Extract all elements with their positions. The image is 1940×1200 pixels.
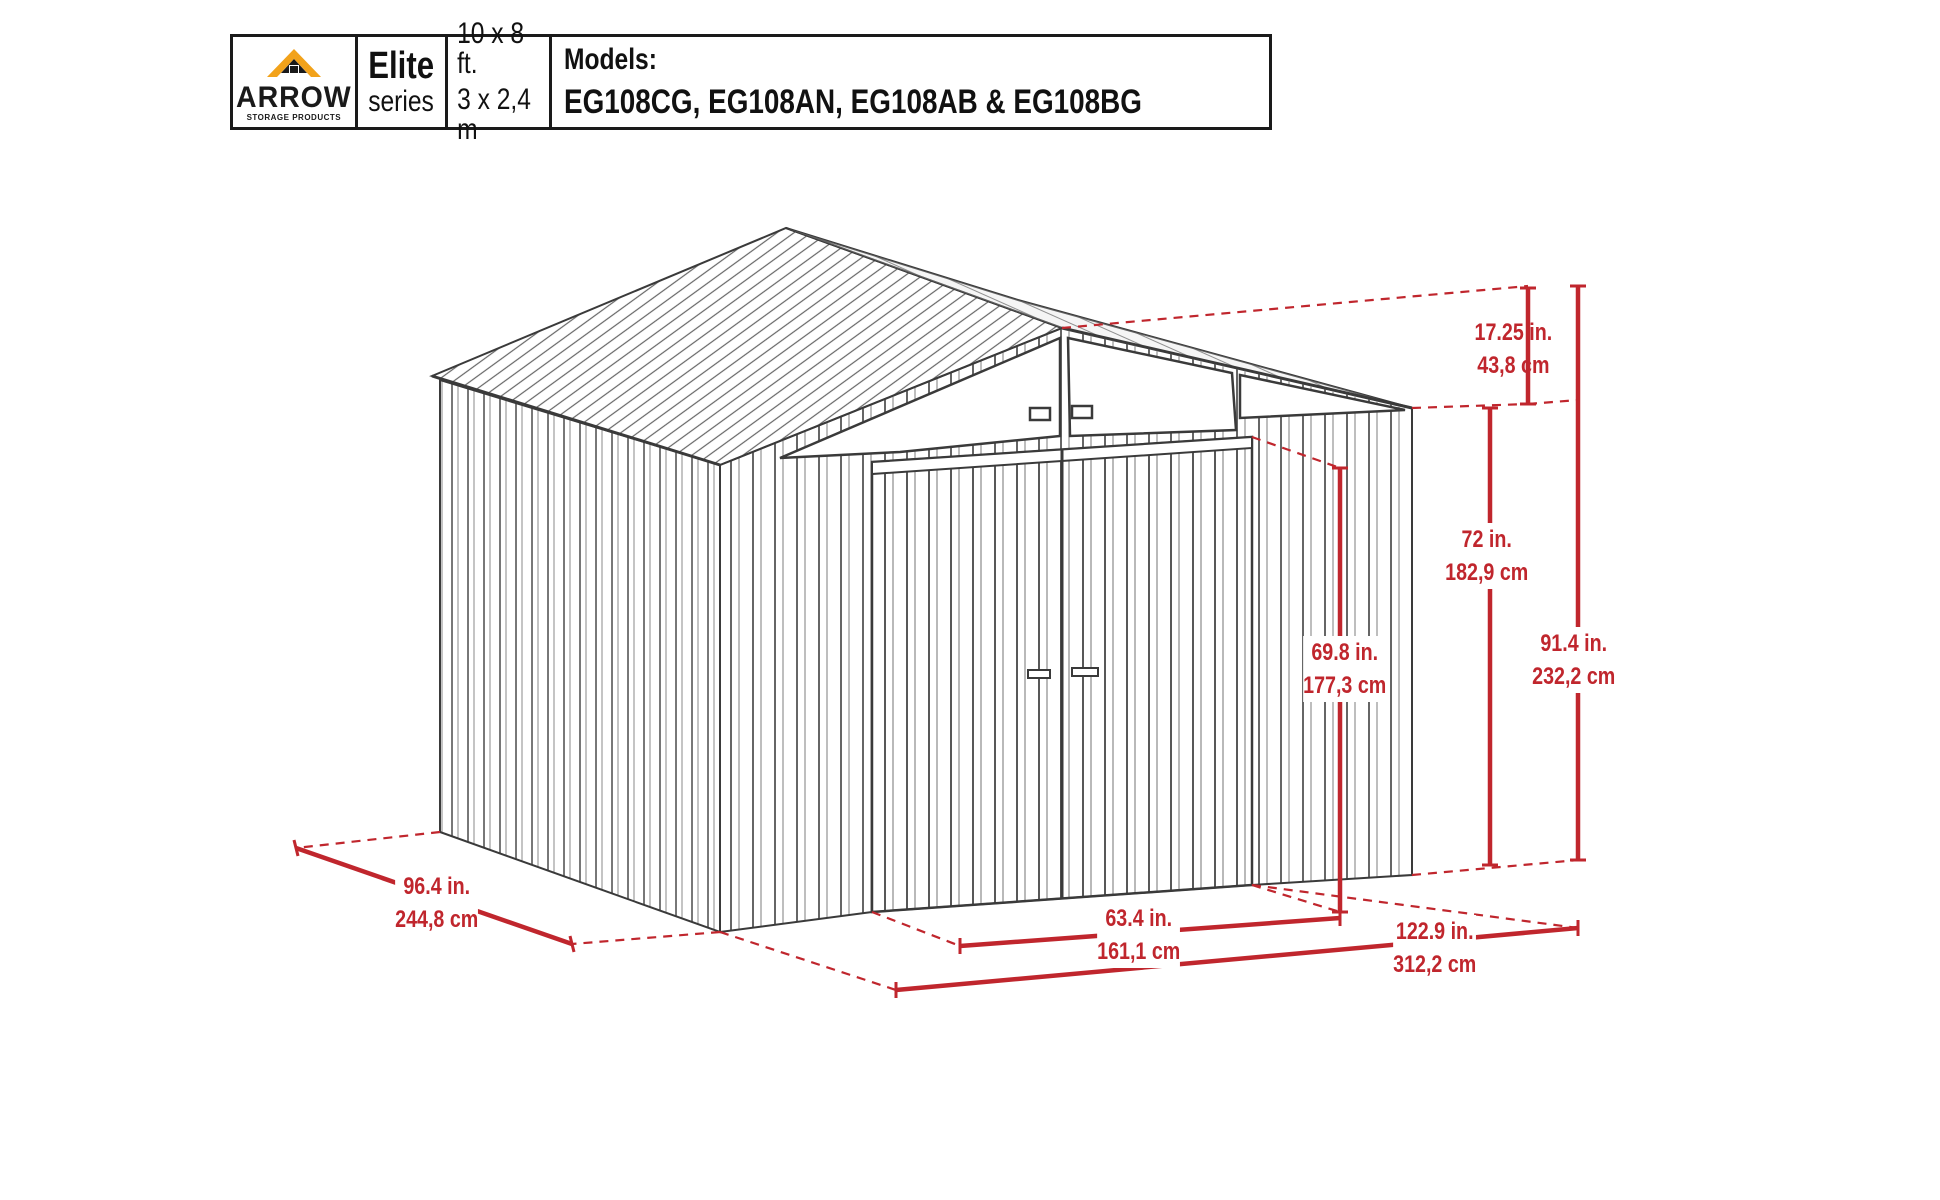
brand-subtitle: STORAGE PRODUCTS <box>246 112 342 122</box>
series-word: series <box>368 85 435 118</box>
door-width-label: 63.4 in. 161,1 cm <box>1097 902 1181 968</box>
house-roof-icon <box>266 48 321 77</box>
models-list: EG108CG, EG108AN, EG108AB & EG108BG <box>564 83 1143 121</box>
roof-peak-imperial: 17.25 in. <box>1474 319 1553 346</box>
roof-peak-metric: 43,8 cm <box>1477 352 1550 379</box>
brand-logo: ARROW STORAGE PRODUCTS <box>233 37 358 127</box>
shed-side-wall <box>439 378 721 934</box>
models-cell: Models: EG108CG, EG108AN, EG108AB & EG10… <box>552 37 1269 127</box>
door-width-imperial: 63.4 in. <box>1105 905 1173 932</box>
total-height-label: 91.4 in. 232,2 cm <box>1532 627 1616 693</box>
door-height-metric: 177,3 cm <box>1303 672 1387 699</box>
total-height-imperial: 91.4 in. <box>1540 630 1608 657</box>
roof-peak-label: 17.25 in. 43,8 cm <box>1475 316 1553 382</box>
gable-trim <box>779 336 1406 460</box>
wall-height-label: 72 in. 182,9 cm <box>1445 523 1529 589</box>
door-height-imperial: 69.8 in. <box>1311 639 1379 666</box>
door-width-metric: 161,1 cm <box>1097 938 1181 965</box>
depth-label: 96.4 in. 244,8 cm <box>395 870 479 936</box>
size-cell: 10 x 8 ft. 3 x 2,4 m <box>448 19 553 145</box>
size-imperial: 10 x 8 ft. <box>457 17 525 80</box>
width-metric: 312,2 cm <box>1393 951 1477 978</box>
size-metric: 3 x 2,4 m <box>457 83 532 146</box>
depth-imperial: 96.4 in. <box>403 873 471 900</box>
door-height-label: 69.8 in. 177,3 cm <box>1303 636 1387 702</box>
width-label: 122.9 in. 312,2 cm <box>1393 915 1477 981</box>
depth-metric: 244,8 cm <box>395 906 479 933</box>
series-name: Elite <box>368 45 435 87</box>
total-height-metric: 232,2 cm <box>1532 663 1616 690</box>
models-label: Models: <box>564 43 658 76</box>
series-cell: Elite series <box>358 37 449 127</box>
shed-doors <box>870 435 1254 914</box>
width-imperial: 122.9 in. <box>1395 918 1474 945</box>
spec-header: ARROW STORAGE PRODUCTS Elite series 10 x… <box>230 19 1272 145</box>
brand-name: ARROW <box>236 80 352 114</box>
dimension-guides <box>295 284 1579 992</box>
wall-height-imperial: 72 in. <box>1461 526 1512 553</box>
wall-height-metric: 182,9 cm <box>1445 559 1529 586</box>
